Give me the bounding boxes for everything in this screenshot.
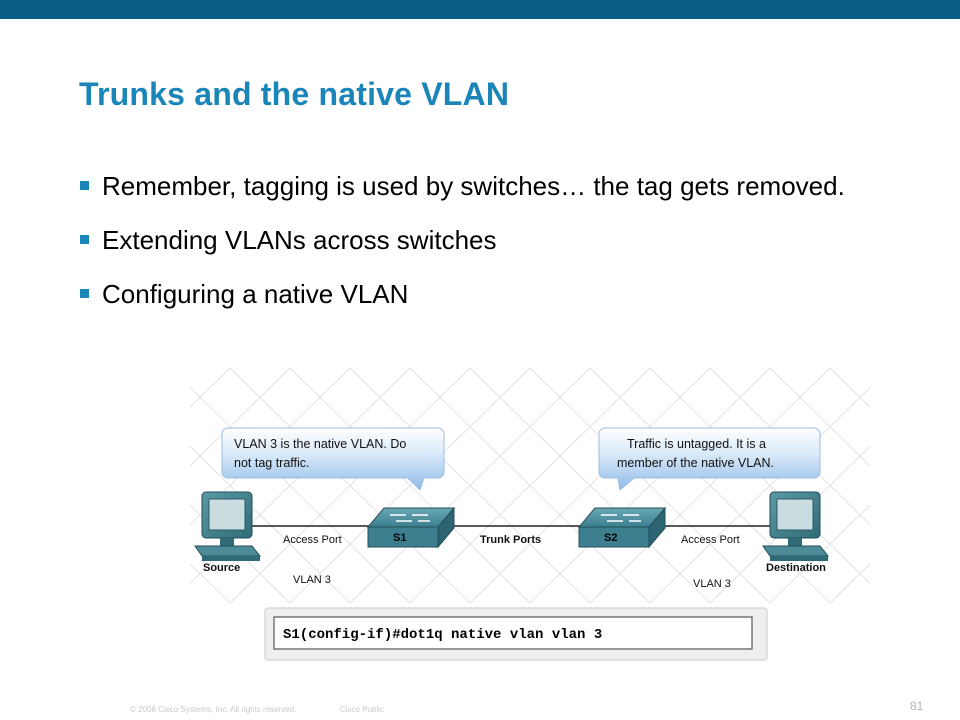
slide-title: Trunks and the native VLAN [79, 76, 510, 112]
bubble-left-line-1: VLAN 3 is the native VLAN. Do [234, 437, 406, 451]
page-number: 81 [910, 699, 924, 713]
bullet-item: Configuring a native VLAN [78, 278, 898, 310]
vlan-right-label: VLAN 3 [693, 578, 731, 590]
destination-pc-icon [762, 491, 830, 561]
bullet-square-icon [80, 181, 89, 190]
source-pc-icon [194, 491, 262, 561]
bullet-item: Remember, tagging is used by switches… t… [78, 170, 898, 202]
bullet-item: Extending VLANs across switches [78, 224, 898, 256]
bullet-square-icon [80, 235, 89, 244]
bubble-left-line-2: not tag traffic. [234, 456, 310, 470]
network-diagram: VLAN 3 is the native VLAN. Do not tag tr… [190, 368, 870, 661]
access-port-right-label: Access Port [681, 534, 740, 546]
speech-bubble-left: VLAN 3 is the native VLAN. Do not tag tr… [221, 427, 445, 491]
switch-s2-icon: S2 [577, 506, 667, 549]
footer-classification: Cisco Public [340, 705, 385, 714]
switch-s1-label: S1 [393, 532, 406, 544]
bullet-text: Extending VLANs across switches [102, 225, 497, 255]
destination-label: Destination [766, 562, 826, 574]
bullet-square-icon [80, 289, 89, 298]
command-box: S1(config-if)#dot1q native vlan vlan 3 [264, 607, 768, 661]
bullet-list: Remember, tagging is used by switches… t… [78, 170, 898, 332]
footer-copyright: © 2006 Cisco Systems, Inc. All rights re… [130, 705, 297, 714]
switch-s2-label: S2 [604, 532, 617, 544]
switch-s1-icon: S1 [366, 506, 456, 549]
speech-bubble-right: Traffic is untagged. It is a member of t… [598, 427, 821, 491]
background-grid [190, 368, 870, 603]
trunk-ports-label: Trunk Ports [480, 534, 541, 546]
access-port-left-label: Access Port [283, 534, 342, 546]
bullet-text: Configuring a native VLAN [102, 279, 409, 309]
bullet-text: Remember, tagging is used by switches… t… [102, 171, 845, 201]
vlan-left-label: VLAN 3 [293, 574, 331, 586]
top-brand-bar [0, 0, 960, 19]
bubble-right-line-1: Traffic is untagged. It is a [627, 437, 766, 451]
bubble-right-line-2: member of the native VLAN. [617, 456, 774, 470]
source-label: Source [203, 562, 240, 574]
command-text: S1(config-if)#dot1q native vlan vlan 3 [283, 627, 602, 643]
